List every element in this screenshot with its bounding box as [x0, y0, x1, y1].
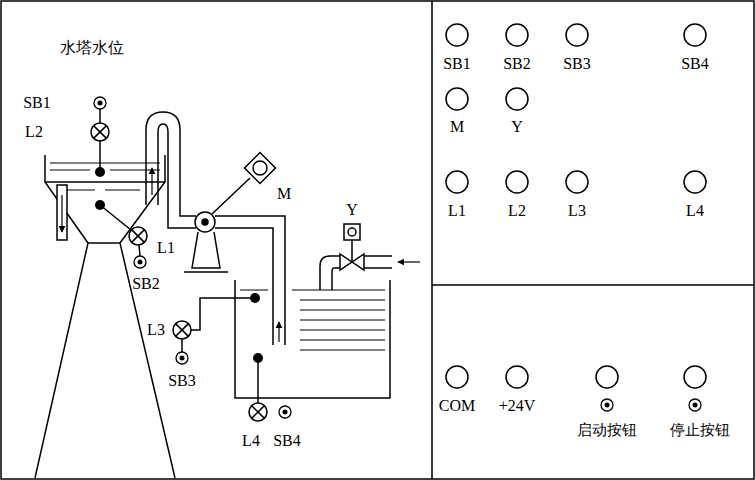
delivery-pipe — [146, 112, 196, 216]
part-label: SB4 — [273, 433, 301, 449]
pump — [195, 212, 215, 232]
motor — [244, 152, 275, 183]
part-label: M — [277, 186, 291, 202]
diagram-title: 水塔水位 — [60, 40, 124, 56]
terminal-label: SB1 — [443, 56, 471, 72]
terminal-label: COM — [439, 398, 475, 414]
terminal-label: 停止按钮 — [670, 423, 730, 438]
terminal-panel — [446, 24, 706, 411]
terminal-label: 启动按钮 — [577, 423, 637, 438]
pump-base — [192, 232, 220, 268]
terminal-label: L4 — [686, 203, 704, 219]
part-label: SB1 — [23, 95, 51, 111]
part-label: L2 — [25, 124, 43, 140]
part-label: L3 — [147, 322, 165, 338]
tower-body — [35, 155, 88, 478]
part-label: SB3 — [168, 373, 196, 389]
terminal-label: L1 — [448, 203, 466, 219]
part-label: L4 — [242, 433, 260, 449]
overflow-pipe — [57, 185, 67, 240]
terminal-label: M — [450, 119, 464, 135]
terminal-label: L3 — [568, 203, 586, 219]
terminal-label: SB2 — [503, 56, 531, 72]
terminal-label: L2 — [508, 203, 526, 219]
terminal-label: +24V — [499, 398, 536, 414]
terminal-label: Y — [511, 119, 523, 135]
terminal-label: SB3 — [563, 56, 591, 72]
terminal-label: SB4 — [681, 56, 709, 72]
part-label: L1 — [157, 240, 175, 256]
part-label: SB2 — [132, 276, 160, 292]
part-label: Y — [346, 202, 358, 218]
